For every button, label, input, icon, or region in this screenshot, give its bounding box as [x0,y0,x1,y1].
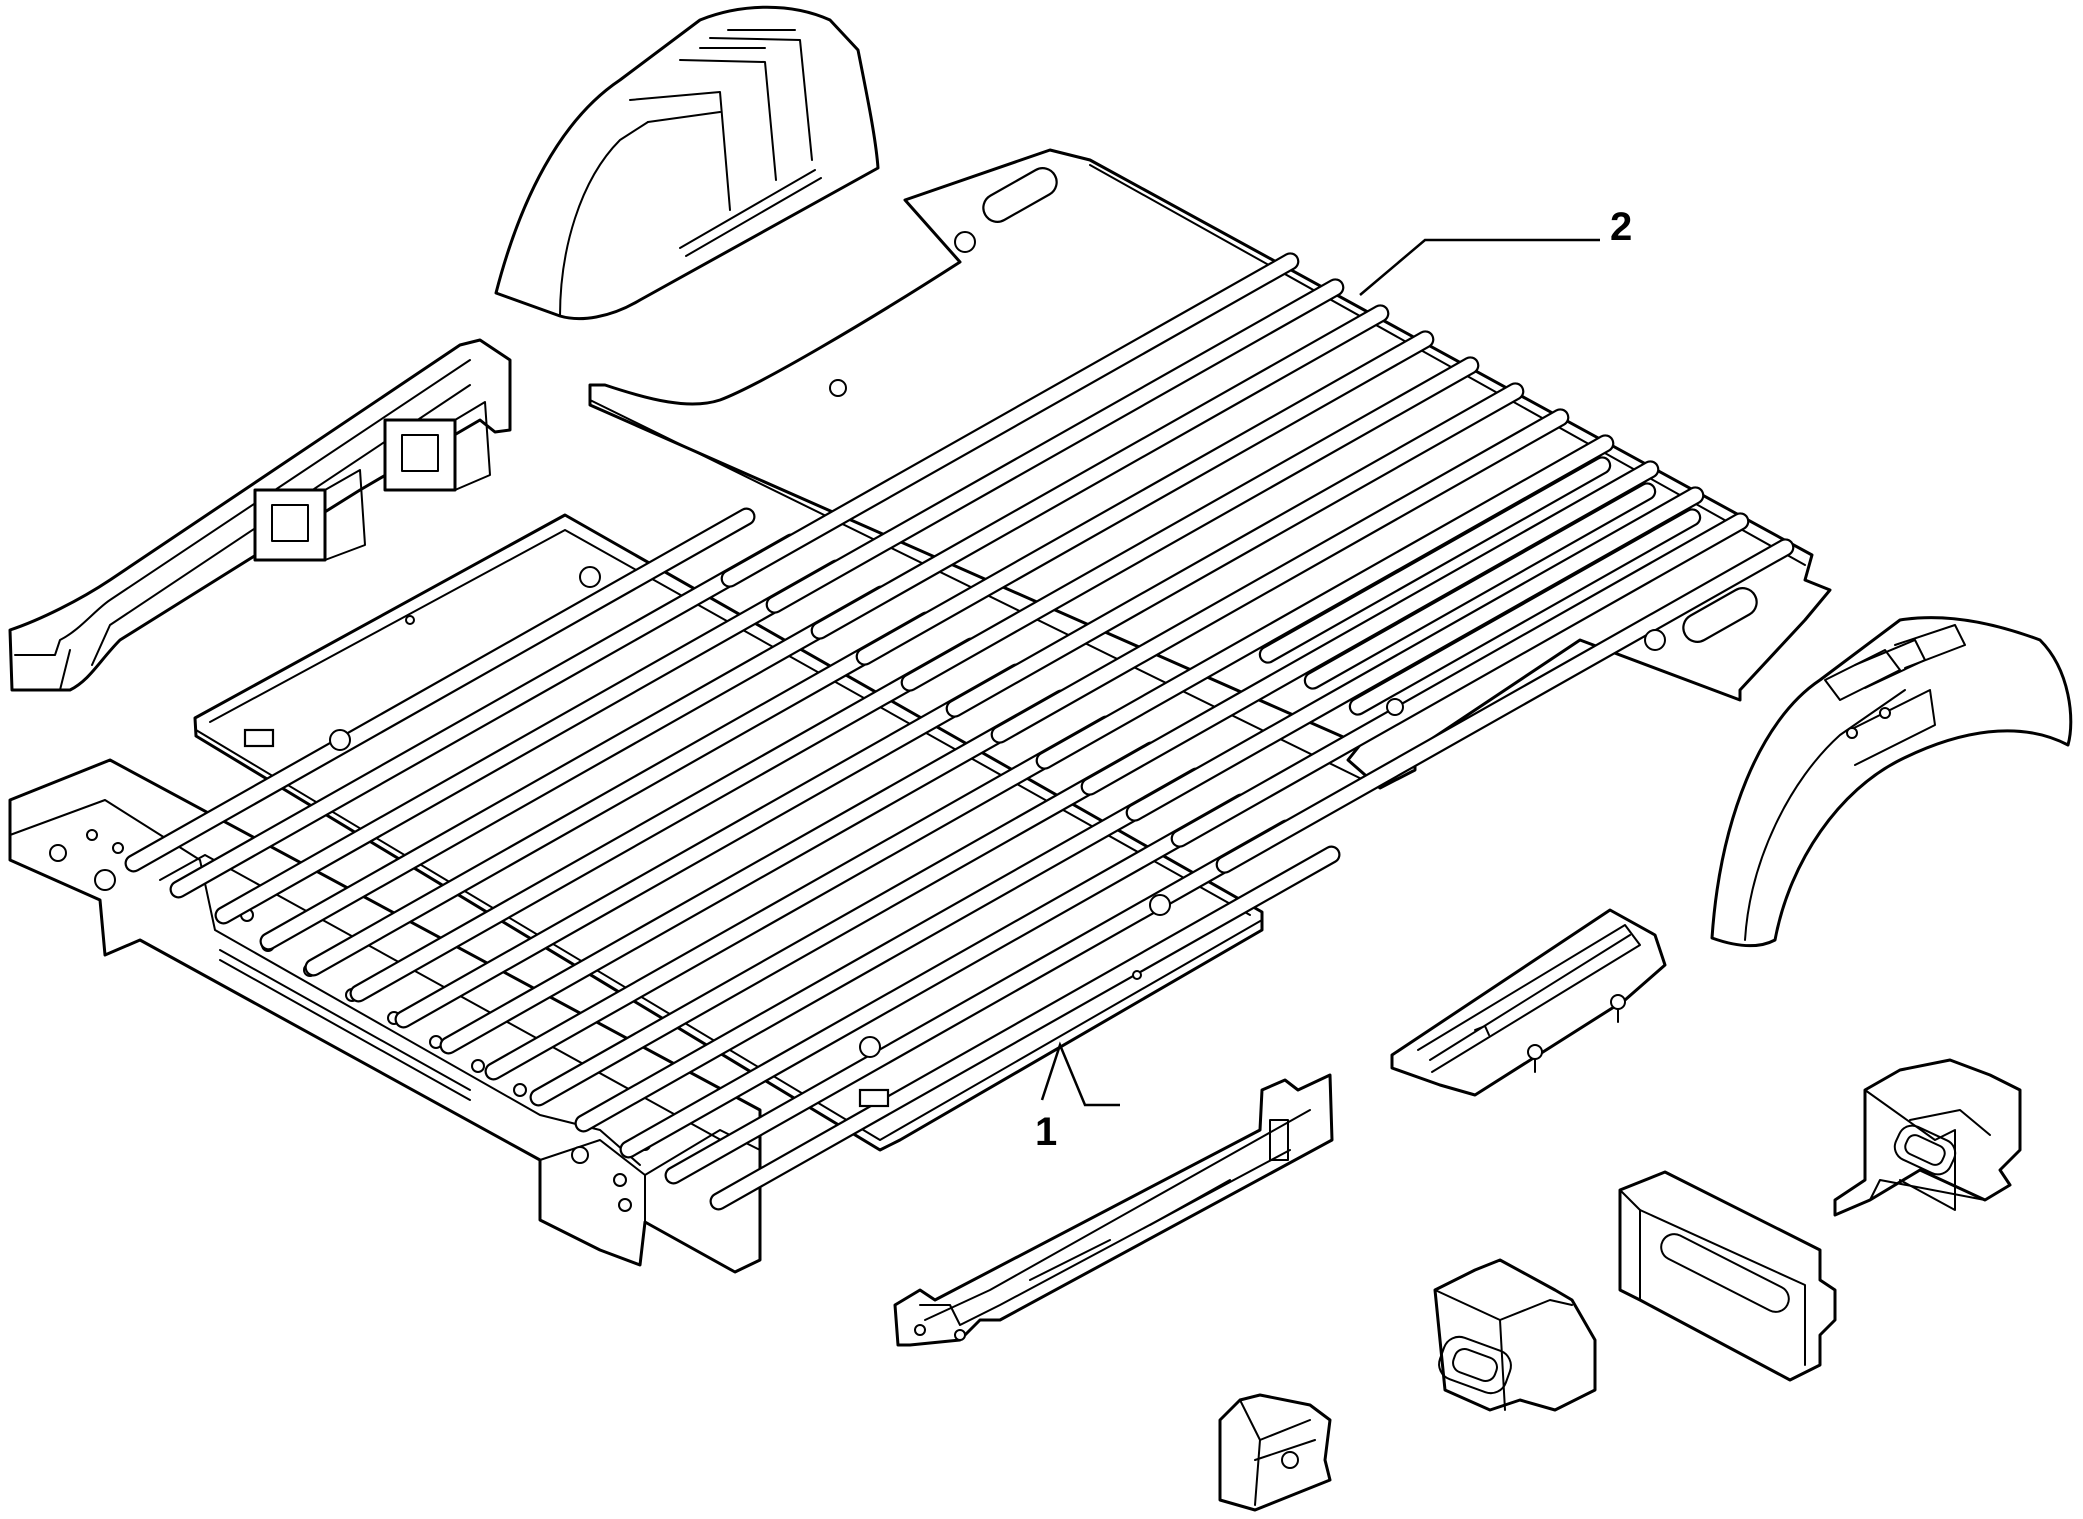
left-side-member [8,338,512,692]
front-floor-ribs [124,507,1341,1211]
rear-floor-ribs [720,252,1795,874]
callout-label-1: 1 [1035,1110,1057,1154]
slotted-bracket [1618,1170,1837,1382]
corner-bracket [1833,1058,2022,1217]
front-floor-panel [124,507,1341,1211]
rear-floor-panel [588,148,1832,874]
right-sill-member [893,1073,1334,1347]
rear-wheel-arch [1710,616,2073,948]
small-bracket-b [1218,1393,1332,1512]
callout-1: 1 [1035,1041,1120,1154]
callout-2: 2 [1359,205,1632,296]
pin-bracket [1390,908,1667,1097]
small-bracket-a [1433,1258,1597,1412]
callout-label-2: 2 [1610,205,1632,249]
wheel-arch-cover [494,5,880,321]
